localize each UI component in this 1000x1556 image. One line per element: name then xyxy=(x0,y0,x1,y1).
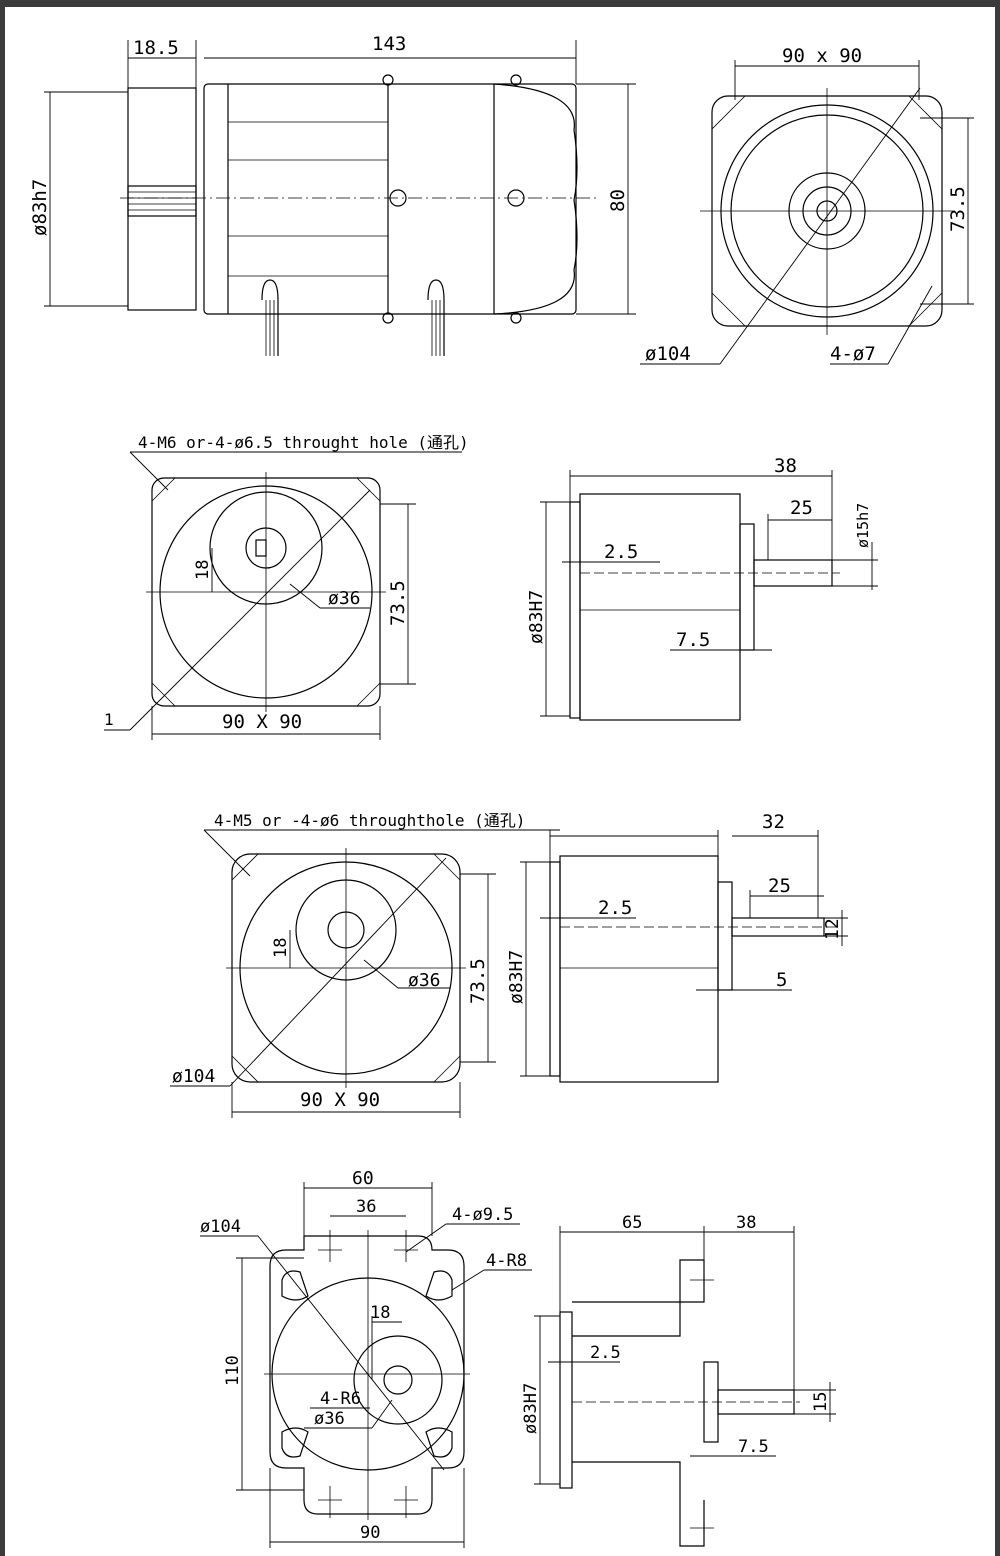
dim-outer-dia-view4: ø104 xyxy=(200,1217,241,1237)
top-border xyxy=(0,0,1000,7)
dim-offset-view4: 18 xyxy=(370,1303,390,1323)
dim-pilot-diameter: ø83h7 xyxy=(29,179,51,236)
dim-shaft-dia-view2: ø15h7 xyxy=(854,503,872,548)
dim-holes-view4: 4-ø9.5 xyxy=(452,1205,513,1225)
dim-height-view4: 110 xyxy=(223,1355,243,1386)
dim-hub-view2: ø36 xyxy=(328,588,361,609)
view4-side: 65 38 2.5 ø83H7 15 7.5 xyxy=(521,1213,836,1547)
dim-outer-diameter: ø104 xyxy=(645,343,691,365)
left-border xyxy=(0,0,5,1556)
dim-bottom-view4: 90 xyxy=(360,1523,380,1543)
dim-shaft-length: 18.5 xyxy=(133,37,179,59)
dim-hole-spec: 4-ø7 xyxy=(830,343,876,365)
dim-height: 80 xyxy=(607,189,629,212)
marker-view2: 1 xyxy=(104,710,114,729)
dim-len-a-view4: 65 xyxy=(622,1213,642,1233)
dim-shaft-len-view2: 25 xyxy=(790,497,813,519)
dim-pilot-dia-view3: ø83H7 xyxy=(506,950,527,1004)
dim-shaft-dia-view4: 15 xyxy=(811,1392,831,1412)
dim-square-view3: 90 X 90 xyxy=(300,1089,380,1111)
dim-pcd-view3: 73.5 xyxy=(467,958,489,1004)
dim-width-top: 60 xyxy=(352,1168,374,1189)
dim-pilot-view4: 2.5 xyxy=(590,1343,621,1363)
dim-len-b-view4: 38 xyxy=(736,1213,756,1233)
view2-front: 4-M6 or-4-ø6.5 throught hole (通孔) 18 ø36… xyxy=(104,433,469,740)
dim-pilot-view2: 2.5 xyxy=(604,541,638,563)
view1-side: 18.5 143 ø83h7 80 xyxy=(29,33,636,356)
dim-total-len-view2: 38 xyxy=(774,455,797,477)
dim-pcd: 73.5 xyxy=(947,186,969,232)
dim-radius-view4: 4-R8 xyxy=(486,1251,527,1271)
dim-hub-view4: ø36 xyxy=(314,1409,345,1429)
view3-front: 4-M5 or -4-ø6 throughthole (通孔) 18 ø36 7… xyxy=(170,811,560,1118)
dim-offset-view3: 18 xyxy=(271,938,291,958)
dim-square-view2: 90 X 90 xyxy=(222,711,302,733)
dim-total-len-view3: 32 xyxy=(762,811,785,833)
view2-side: 38 25 ø15h7 2.5 ø83H7 7.5 xyxy=(526,455,878,721)
dim-hub-view3: ø36 xyxy=(408,970,441,991)
dim-outer-dia-view3: ø104 xyxy=(172,1066,215,1087)
view3-side: 32 25 12 2.5 ø83H7 5 xyxy=(506,811,848,1083)
dim-square: 90 x 90 xyxy=(782,45,862,67)
note-holes-view2: 4-M6 or-4-ø6.5 throught hole (通孔) xyxy=(138,433,469,452)
view4-front: 60 36 ø104 4-ø9.5 4-R8 18 110 4-R6 ø36 9… xyxy=(200,1168,532,1548)
dim-step-view2: 7.5 xyxy=(676,629,710,651)
dim-pilot-dia-view4: ø83H7 xyxy=(521,1383,541,1434)
dim-offset-view2: 18 xyxy=(193,560,213,580)
note-holes-view3: 4-M5 or -4-ø6 throughthole (通孔) xyxy=(214,811,525,830)
dim-step-view4: 7.5 xyxy=(738,1437,769,1457)
dim-shaft-len-view3: 25 xyxy=(768,875,791,897)
dim-radius2-view4: 4-R6 xyxy=(320,1389,361,1409)
dim-pcd-view2: 73.5 xyxy=(387,580,409,626)
dim-shaft-dia-view3: 12 xyxy=(822,918,843,940)
dim-pilot-dia-view2: ø83H7 xyxy=(526,590,547,644)
dim-pilot-view3: 2.5 xyxy=(598,897,632,919)
view1-front: 90 x 90 73.5 ø104 4-ø7 xyxy=(640,45,974,365)
dim-inner-top: 36 xyxy=(356,1197,376,1217)
dim-step-view3: 5 xyxy=(776,969,787,991)
dim-body-length: 143 xyxy=(372,33,406,55)
right-border xyxy=(995,0,1000,1556)
